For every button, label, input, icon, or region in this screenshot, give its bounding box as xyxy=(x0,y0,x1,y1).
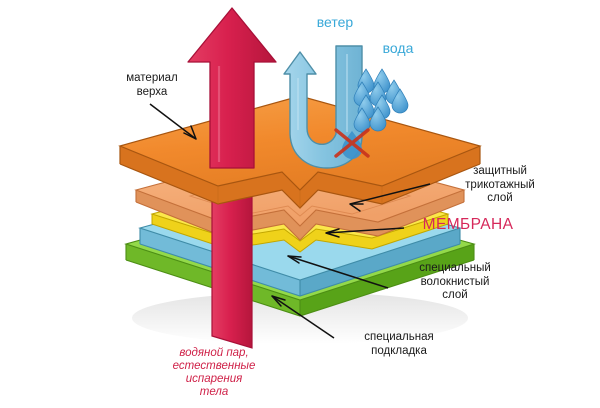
callout-special-lining: специальная подкладка xyxy=(364,331,434,357)
wind-label: ветер xyxy=(316,14,354,30)
callout-special-fiber: специальный волокнистый слой xyxy=(419,262,491,301)
water-droplets xyxy=(353,68,409,133)
water-droplet xyxy=(369,106,387,132)
water-label: вода xyxy=(382,40,414,56)
callout-leader-lines xyxy=(149,103,431,339)
blocked-droplet-icon xyxy=(334,128,370,159)
vapor-caption: водяной пар, естественные испарения тела xyxy=(172,347,256,398)
vapor-arrow-head xyxy=(187,7,277,169)
callout-top-material: материал верха xyxy=(126,72,178,98)
callout-protective-knit: защитный трикотажный слой xyxy=(465,165,535,204)
water-droplet xyxy=(353,107,371,133)
water-droplet xyxy=(391,88,409,114)
membrane-label: МЕМБРАНА xyxy=(422,216,514,233)
